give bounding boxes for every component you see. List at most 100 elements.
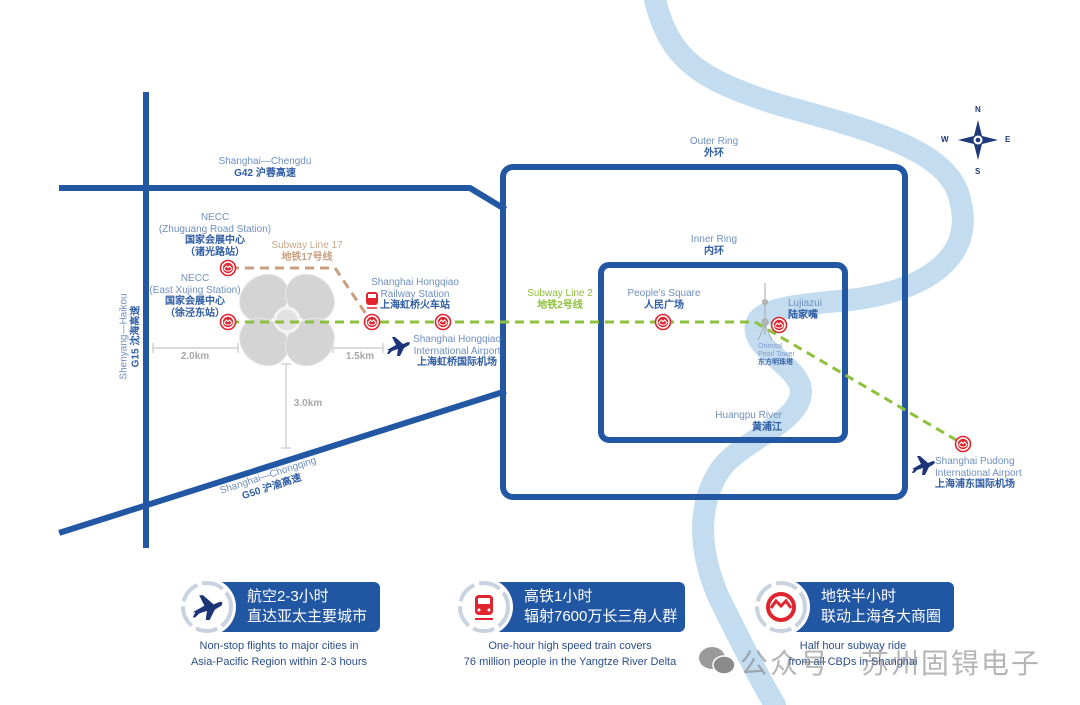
station-hongqiao-railway[interactable] (363, 313, 381, 331)
g15-en: Shenyang—Haikou (118, 293, 130, 380)
necc-xujing-cn1: 国家会展中心 (165, 296, 225, 307)
inner-ring-label: Inner Ring 内环 (664, 234, 764, 257)
pudong-airplane-icon (912, 456, 935, 475)
pearl-tower-label: Oriental Pearl Tower 东方明珠塔 (758, 343, 808, 367)
card-train-cn1: 高铁1小时 (524, 588, 593, 605)
huangpu-cn: 黄浦江 (752, 421, 782, 433)
inner-ring-cn: 内环 (704, 245, 724, 257)
pudong-airport-en1: Shanghai Pudong (935, 456, 1015, 467)
card-flights: 航空2-3小时 直达亚太主要城市 Non-stop flights to maj… (178, 578, 380, 672)
card-subway-cn1: 地铁半小时 (821, 588, 897, 605)
line17-en: Subway Line 17 (271, 240, 343, 251)
peoples-square-label: People's Square 人民广场 (614, 288, 714, 311)
necc-xujing-en1: NECC (180, 273, 210, 284)
g15-label: Shenyang—Haikou G15 沈海高速 (119, 267, 142, 407)
g42-highway (59, 185, 508, 213)
huangpu-en: Huangpu River (715, 410, 782, 421)
hongqiao-airport-cn: 上海虹桥国际机场 (417, 357, 497, 368)
compass-s: S (975, 167, 981, 176)
subway-line-2-label: Subway Line 2 地铁2号线 (505, 288, 615, 311)
line2-en: Subway Line 2 (527, 288, 593, 299)
necc-zhuguang-en2: (Zhuguang Road Station) (158, 223, 272, 235)
station-lujiazui[interactable] (770, 316, 788, 334)
outer-ring-road (500, 164, 908, 500)
station-pudong-airport[interactable] (954, 435, 972, 453)
card-subway-cn2: 联动上海各大商圈 (821, 608, 942, 625)
compass-w: W (941, 135, 949, 144)
outer-ring-en: Outer Ring (689, 136, 739, 147)
inner-ring-en: Inner Ring (690, 234, 738, 245)
lujiazui-label: Lujiazui 陆家嘴 (788, 298, 838, 321)
distance-west-label: 2.0km (180, 351, 210, 362)
station-peoples-square[interactable] (654, 313, 672, 331)
pudong-airport-label: Shanghai Pudong International Airport 上海… (935, 456, 1030, 491)
pearl-tower-cn: 东方明珠塔 (758, 359, 793, 367)
subway-line-17-path (230, 266, 372, 321)
card-flights-en2: Asia-Pacific Region within 2-3 hours (190, 656, 368, 668)
watermark-text: 公众号 · 苏州固锝电子 (740, 648, 1041, 679)
peoples-square-cn: 人民广场 (644, 299, 684, 311)
g42-label: Shanghai—Chengdu G42 沪蓉高速 (200, 156, 330, 179)
g42-en: Shanghai—Chengdu (218, 156, 312, 167)
card-subway: 地铁半小时 联动上海各大商圈 Half hour subway ride fro… (752, 578, 954, 672)
card-train-en2: 76 million people in the Yangtze River D… (463, 656, 677, 668)
g50-highway (58, 388, 507, 536)
card-flights-banner: 航空2-3小时 直达亚太主要城市 (202, 582, 380, 632)
hongqiao-railway-label: Shanghai Hongqiao Railway Station 上海虹桥火车… (360, 277, 470, 312)
card-flights-cn2: 直达亚太主要城市 (247, 608, 368, 625)
distance-east-label: 1.5km (345, 351, 375, 362)
card-train-ring (455, 578, 513, 636)
metro-logo-icon (755, 581, 807, 633)
card-train-en1: One-hour high speed train covers (488, 640, 652, 652)
hongqiao-rail-cn: 上海虹桥火车站 (380, 300, 450, 311)
pudong-airport-en2: International Airport (935, 467, 1022, 479)
outer-ring-label: Outer Ring 外环 (664, 136, 764, 159)
g42-cn: G42 沪蓉高速 (234, 167, 296, 179)
card-flights-ring (178, 578, 236, 636)
hongqiao-rail-en1: Shanghai Hongqiao (371, 277, 459, 288)
card-flights-en1: Non-stop flights to major cities in (199, 640, 359, 652)
wechat-icon (699, 647, 736, 675)
station-hongqiao-airport[interactable] (434, 313, 452, 331)
inner-ring-road (598, 262, 848, 443)
card-train-cn2: 辐射7600万长三角人群 (524, 608, 678, 625)
necc-zhuguang-en1: NECC (200, 212, 230, 223)
hongqiao-rail-en2: Railway Station (380, 288, 450, 300)
necc-zhuguang-cn2: （诸光路站） (185, 246, 245, 258)
hongqiao-airport-en2: International Airport (413, 345, 501, 357)
compass-e: E (1005, 135, 1011, 144)
pearl-tower-en2: Pearl Tower (758, 351, 795, 359)
airplane-icon (181, 581, 233, 633)
pearl-tower-icon (757, 283, 773, 341)
necc-xujing-label: NECC (East Xujing Station) 国家会展中心 （徐泾东站） (140, 273, 250, 319)
card-train: 高铁1小时 辐射7600万长三角人群 One-hour high speed t… (455, 578, 685, 672)
necc-xujing-en2: (East Xujing Station) (149, 284, 241, 296)
line17-cn: 地铁17号线 (281, 251, 333, 263)
card-subway-en1: Half hour subway ride (799, 640, 907, 652)
huangpu-river (644, 0, 974, 705)
hongqiao-airport-label: Shanghai Hongqiao International Airport … (402, 334, 512, 369)
lujiazui-cn: 陆家嘴 (788, 309, 818, 321)
train-icon (458, 581, 510, 633)
lujiazui-en: Lujiazui (788, 298, 822, 309)
pudong-airport-cn: 上海浦东国际机场 (935, 479, 1015, 490)
necc-xujing-cn2: （徐泾东站） (165, 307, 225, 319)
hongqiao-airport-en1: Shanghai Hongqiao (413, 334, 501, 345)
card-train-banner: 高铁1小时 辐射7600万长三角人群 (479, 582, 685, 632)
distance-south-label: 3.0km (293, 398, 323, 409)
huangpu-river-label: Huangpu River 黄浦江 (700, 410, 782, 433)
line2-cn: 地铁2号线 (537, 299, 583, 311)
necc-zhuguang-label: NECC (Zhuguang Road Station) 国家会展中心 （诸光路… (145, 212, 285, 258)
subway-line-17-label: Subway Line 17 地铁17号线 (252, 240, 362, 263)
pearl-tower-en1: Oriental (758, 343, 783, 350)
compass-n: N (975, 105, 981, 114)
necc-zhuguang-cn1: 国家会展中心 (185, 235, 245, 246)
train-icon (366, 292, 378, 309)
card-subway-en2: from all CBDs in Shanghai (788, 656, 918, 668)
subway-line-2-path (230, 320, 964, 446)
necc-building (239, 273, 335, 367)
card-subway-ring (752, 578, 810, 636)
outer-ring-cn: 外环 (704, 147, 724, 159)
card-flights-cn1: 航空2-3小时 (247, 588, 329, 605)
